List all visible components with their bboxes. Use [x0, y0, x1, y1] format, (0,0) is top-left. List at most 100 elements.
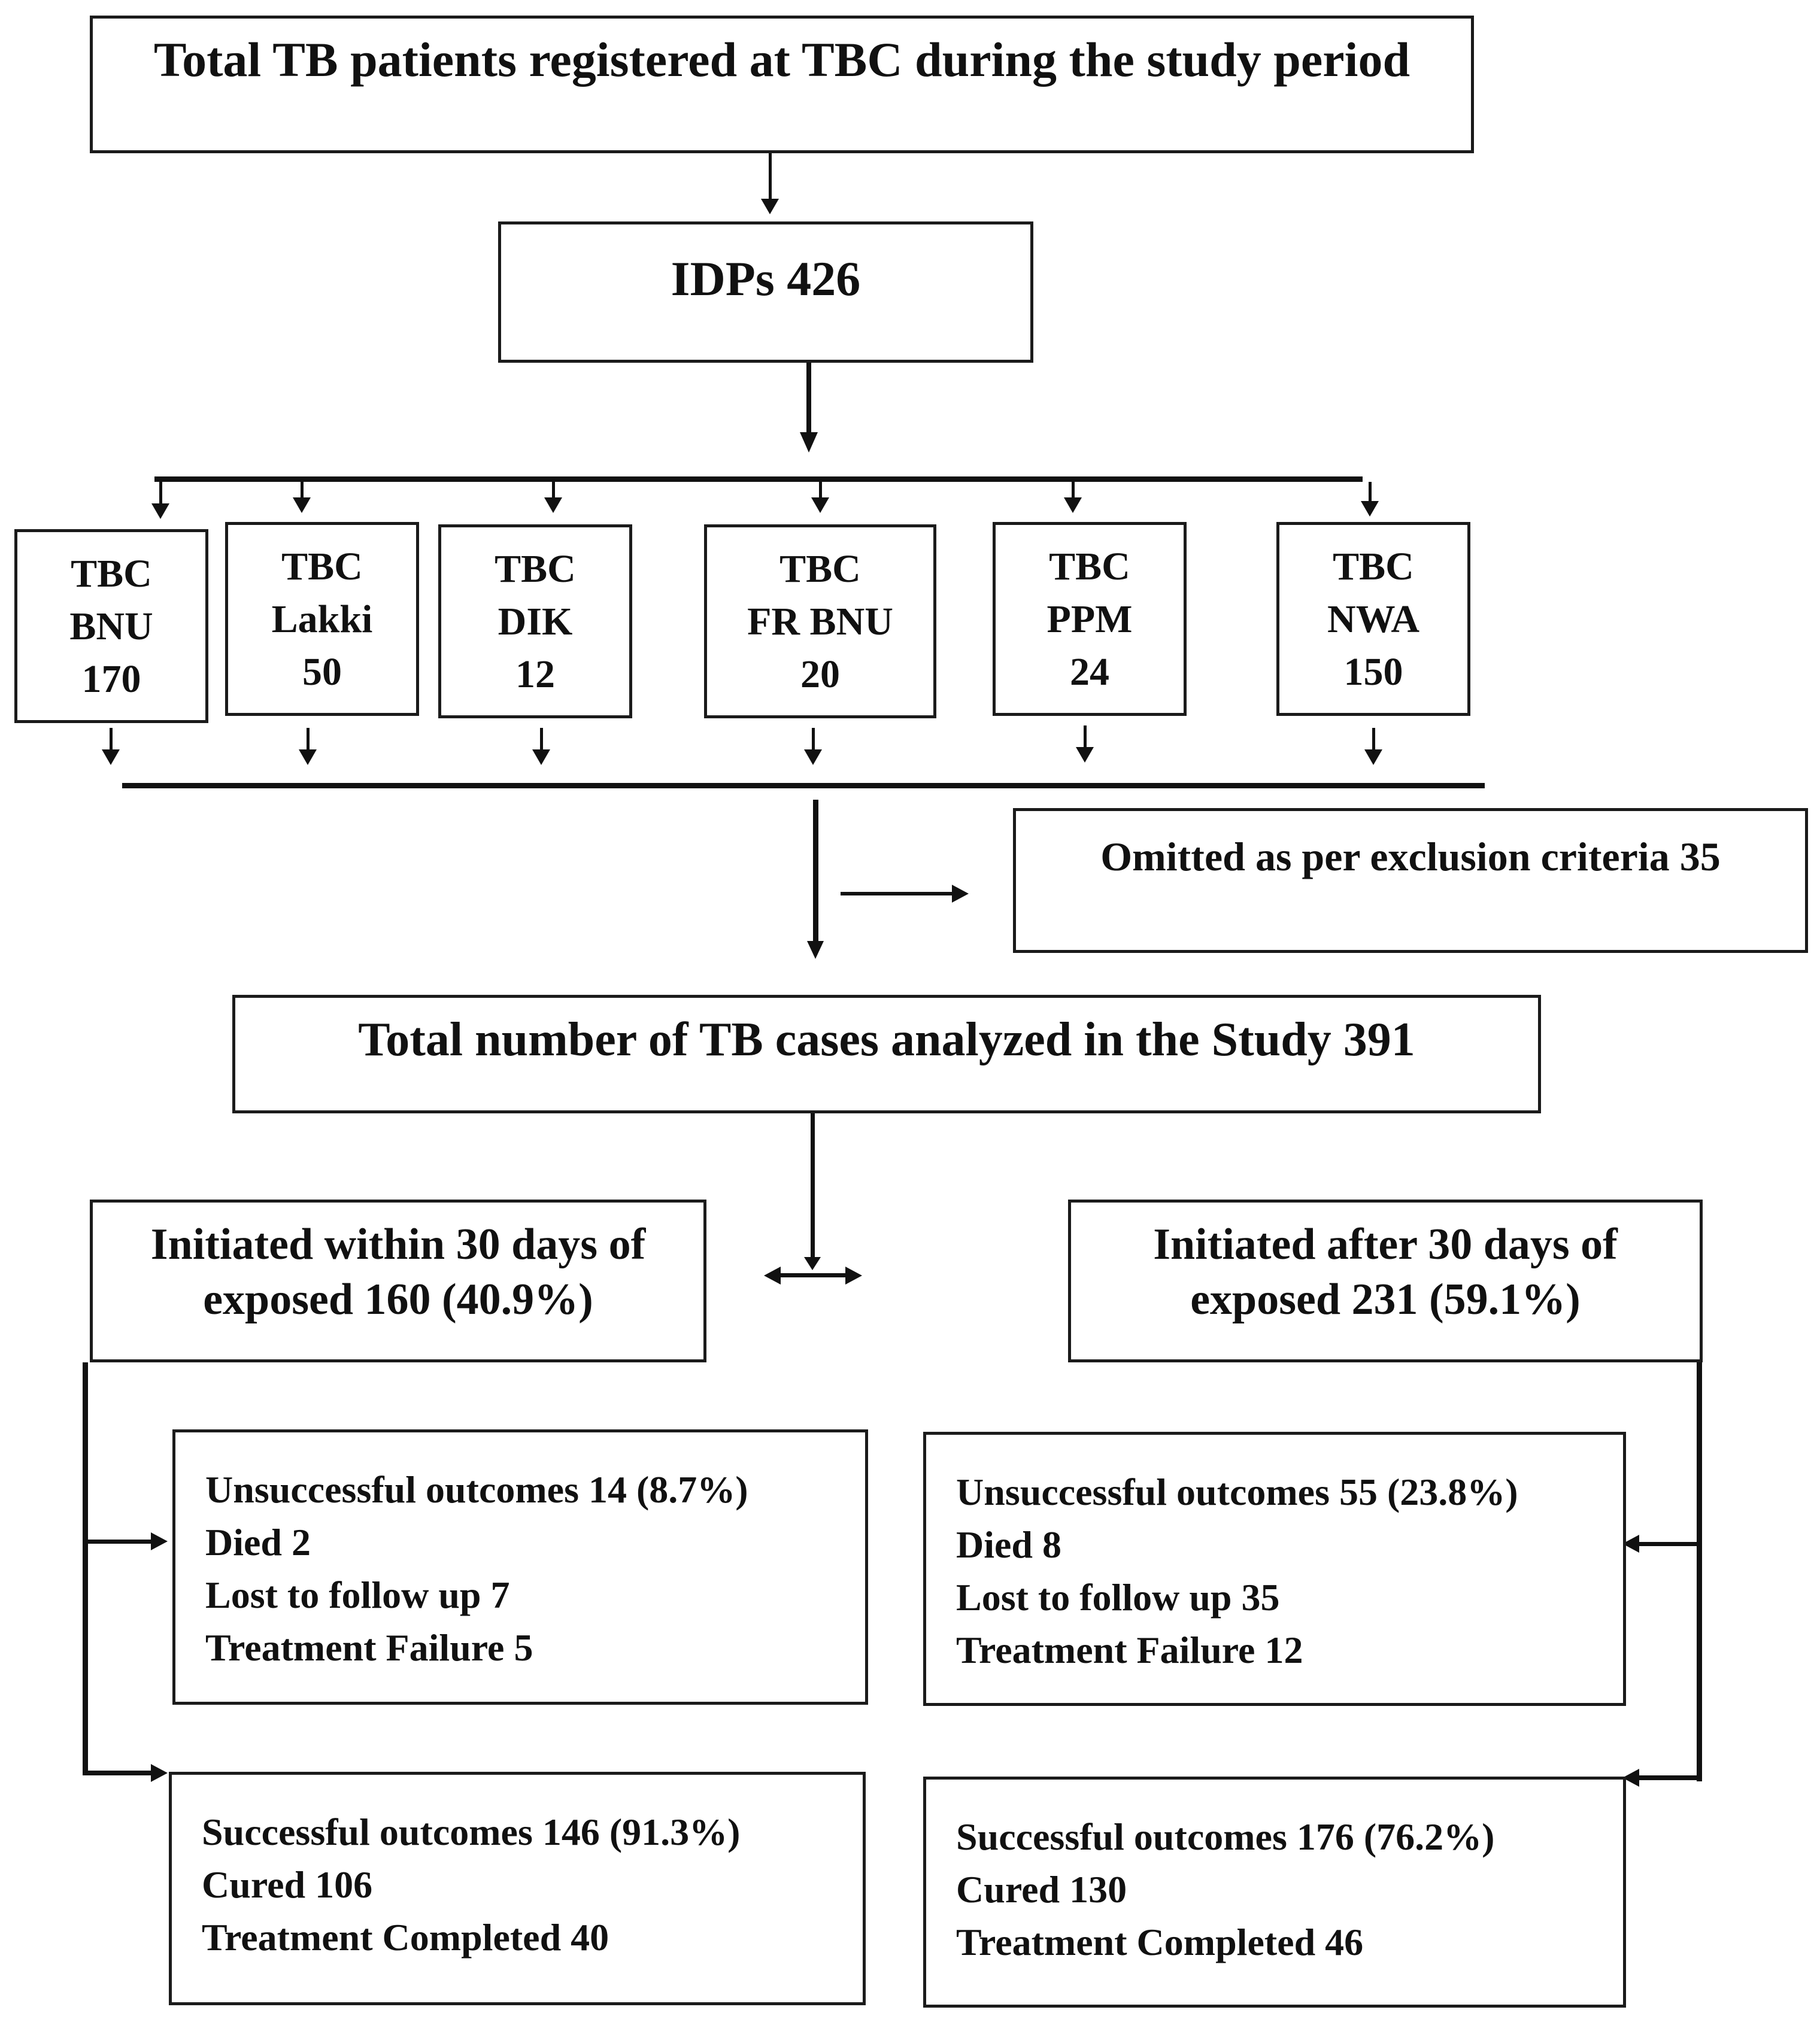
omitted-label: Omitted as per exclusion criteria 35: [1100, 834, 1721, 879]
outcome-line: Died 8: [956, 1523, 1061, 1566]
centre-count: 12: [515, 652, 555, 696]
centre-label: TBC: [495, 547, 576, 591]
initiated-after-line2: exposed 231 (59.1%): [1190, 1275, 1581, 1324]
centre-count: 20: [800, 652, 840, 696]
initiated-after-line1: Initiated after 30 days of: [1153, 1220, 1618, 1269]
centre-box-ppm: TBC PPM 24: [993, 522, 1187, 716]
centre-name: PPM: [1046, 597, 1133, 641]
after-unsuccessful-box: Unsuccessful outcomes 55 (23.8%) Died 8 …: [923, 1432, 1626, 1706]
connector-line: [841, 892, 954, 895]
centre-label: TBC: [1333, 545, 1414, 588]
centre-box-nwa: TBC NWA 150: [1276, 522, 1470, 716]
connector-line: [819, 482, 822, 500]
total-analyzed-label: Total number of TB cases analyzed in the…: [358, 1013, 1415, 1066]
outcome-line: Unsuccessful outcomes 14 (8.7%): [205, 1468, 748, 1511]
within-unsuccessful-box: Unsuccessful outcomes 14 (8.7%) Died 2 L…: [172, 1429, 868, 1705]
connector-arrowhead: [151, 1764, 168, 1782]
connector-arrowhead: [1076, 747, 1094, 763]
connector-line: [307, 728, 310, 752]
connector-line: [301, 482, 304, 500]
centre-label: TBC: [779, 547, 861, 591]
connector-arrowhead: [952, 885, 969, 903]
within-successful-box: Successful outcomes 146 (91.3%) Cured 10…: [169, 1772, 866, 2005]
total-analyzed-box: Total number of TB cases analyzed in the…: [232, 995, 1541, 1113]
outcome-line: Successful outcomes 146 (91.3%): [202, 1811, 741, 1853]
connector-line: [1369, 482, 1372, 503]
centre-name: NWA: [1327, 597, 1419, 641]
connector-arrowhead: [804, 749, 822, 765]
centre-box-lakki: TBC Lakki 50: [225, 522, 419, 716]
connector-line: [83, 1362, 88, 1775]
connector-line: [110, 728, 113, 752]
total-registered-box: Total TB patients registered at TBC duri…: [90, 16, 1474, 153]
total-registered-label: Total TB patients registered at TBC duri…: [153, 32, 1410, 87]
connector-line: [83, 1771, 153, 1775]
centre-count: 24: [1070, 650, 1109, 694]
outcome-line: Treatment Completed 46: [956, 1921, 1364, 1963]
connector-line: [1697, 1362, 1702, 1781]
outcome-line: Lost to follow up 7: [205, 1574, 510, 1616]
centre-box-bnu: TBC BNU 170: [14, 529, 208, 723]
centre-label: TBC: [281, 545, 363, 588]
connector-line: [1638, 1542, 1699, 1546]
connector-arrowhead: [761, 199, 779, 214]
connector-arrowhead: [845, 1267, 862, 1285]
connector-arrowhead: [807, 941, 824, 959]
connector-arrowhead: [804, 1257, 821, 1270]
distribution-bus: [154, 476, 1363, 482]
connector-line: [813, 800, 818, 943]
centre-label: TBC: [71, 552, 152, 596]
connector-arrowhead: [1361, 501, 1379, 517]
connector-arrowhead: [151, 1532, 168, 1550]
initiated-within-line1: Initiated within 30 days of: [150, 1220, 646, 1269]
outcome-line: Died 2: [205, 1521, 311, 1563]
outcome-line: Unsuccessful outcomes 55 (23.8%): [956, 1471, 1518, 1513]
initiated-within-box: Initiated within 30 days of exposed 160 …: [90, 1200, 706, 1362]
initiated-within-line2: exposed 160 (40.9%): [203, 1275, 593, 1324]
collection-bus: [122, 783, 1485, 788]
centre-name: DIK: [498, 600, 573, 643]
centre-box-dik: TBC DIK 12: [438, 524, 632, 718]
connector-line: [159, 482, 162, 506]
connector-line: [1638, 1775, 1699, 1780]
connector-arrowhead: [811, 497, 829, 513]
split-arrow-line: [779, 1273, 845, 1277]
centre-count: 150: [1343, 650, 1403, 694]
outcome-line: Cured 130: [956, 1868, 1127, 1911]
connector-arrowhead: [532, 749, 550, 765]
outcome-line: Treatment Failure 12: [956, 1629, 1303, 1671]
connector-line: [1372, 728, 1375, 752]
after-successful-box: Successful outcomes 176 (76.2%) Cured 13…: [923, 1777, 1626, 2008]
connector-arrowhead: [1364, 749, 1382, 765]
centre-count: 170: [81, 657, 141, 701]
initiated-after-box: Initiated after 30 days of exposed 231 (…: [1068, 1200, 1703, 1362]
connector-line: [552, 482, 555, 500]
outcome-line: Cured 106: [202, 1863, 373, 1906]
centre-count: 50: [302, 650, 342, 694]
connector-arrowhead: [151, 503, 169, 519]
outcome-line: Treatment Completed 40: [202, 1916, 609, 1959]
connector-line: [540, 728, 543, 752]
connector-line: [1084, 725, 1087, 749]
connector-arrowhead: [800, 432, 818, 453]
centre-name: BNU: [69, 605, 153, 648]
connector-arrowhead: [102, 749, 120, 765]
connector-line: [811, 1113, 815, 1263]
idps-box: IDPs 426: [498, 221, 1033, 363]
centre-label: TBC: [1049, 545, 1130, 588]
centre-box-fr-bnu: TBC FR BNU 20: [704, 524, 936, 718]
centre-name: Lakki: [271, 597, 373, 641]
connector-line: [812, 728, 815, 752]
connector-arrowhead: [1064, 497, 1082, 513]
centre-name: FR BNU: [747, 600, 893, 643]
connector-arrowhead: [544, 497, 562, 513]
connector-line: [83, 1540, 153, 1544]
connector-line: [806, 363, 811, 435]
idps-label: IDPs 426: [671, 251, 861, 306]
outcome-line: Lost to follow up 35: [956, 1576, 1280, 1619]
omitted-box: Omitted as per exclusion criteria 35: [1013, 808, 1808, 953]
outcome-line: Successful outcomes 176 (76.2%): [956, 1815, 1495, 1858]
connector-arrowhead: [293, 497, 311, 513]
connector-line: [1072, 482, 1075, 500]
outcome-line: Treatment Failure 5: [205, 1626, 533, 1669]
